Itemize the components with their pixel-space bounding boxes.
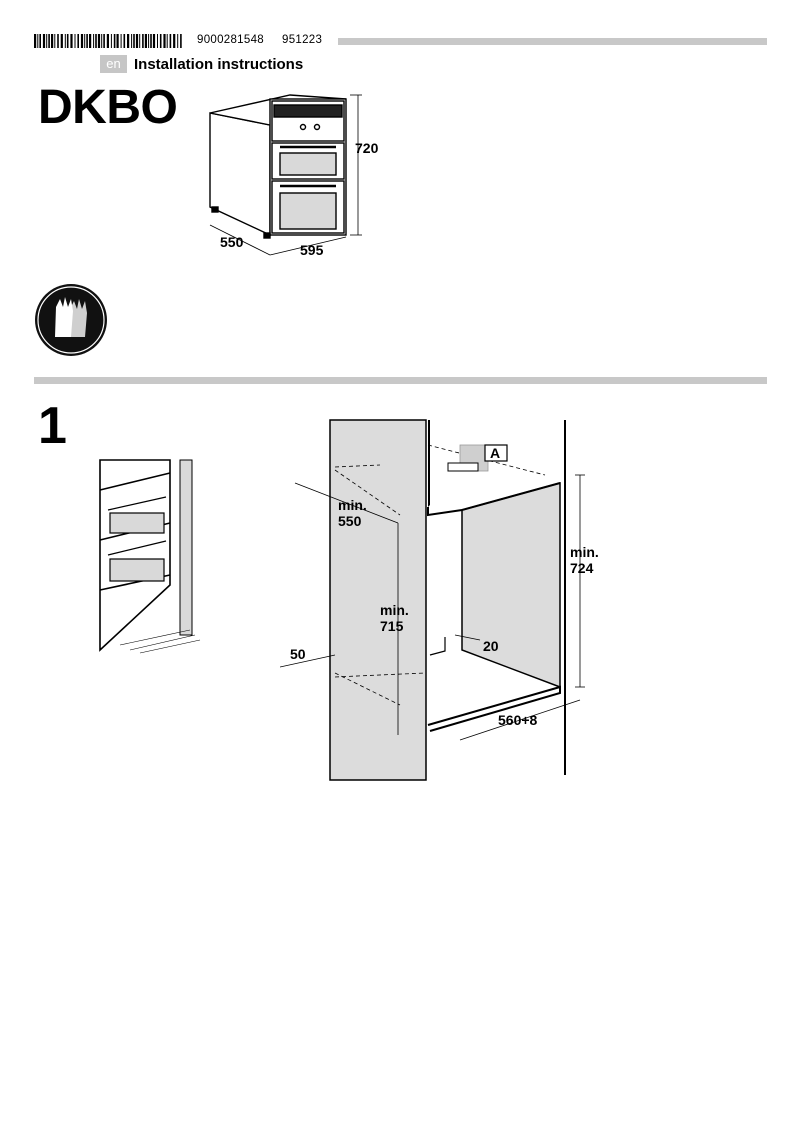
document-date-code: 951223 <box>282 34 323 46</box>
front-gap-dimension: 50 <box>290 646 306 662</box>
language-badge: en <box>100 55 127 73</box>
step-number: 1 <box>38 397 67 455</box>
document-number: 9000281548 <box>197 34 264 46</box>
cabinet-installation-drawing: A min. 550 min. 715 min. 724 50 20 560+8 <box>280 419 599 781</box>
depth-dimension: 550 <box>220 234 244 250</box>
kitchen-context-drawing <box>99 459 201 654</box>
protective-gloves-icon <box>35 284 107 356</box>
min-depth-label: min. <box>338 497 367 513</box>
min-outer-height-label: min. <box>570 544 599 560</box>
min-depth-value: 550 <box>338 513 362 529</box>
model-name: DKBO <box>38 81 178 134</box>
header-rule <box>338 38 767 45</box>
barcode <box>34 34 182 48</box>
document-title: Installation instructions <box>134 56 304 73</box>
min-inner-height-label: min. <box>380 602 409 618</box>
width-dimension: 595 <box>300 242 324 258</box>
bracket-label: A <box>490 445 500 461</box>
min-inner-height-value: 715 <box>380 618 404 634</box>
section-rule <box>34 377 767 384</box>
ledge-dimension: 20 <box>483 638 499 654</box>
oven-dimension-drawing: 720 550 595 <box>209 94 379 258</box>
width-dimension: 560+8 <box>498 712 538 728</box>
height-dimension: 720 <box>355 140 379 156</box>
min-outer-height-value: 724 <box>570 560 594 576</box>
